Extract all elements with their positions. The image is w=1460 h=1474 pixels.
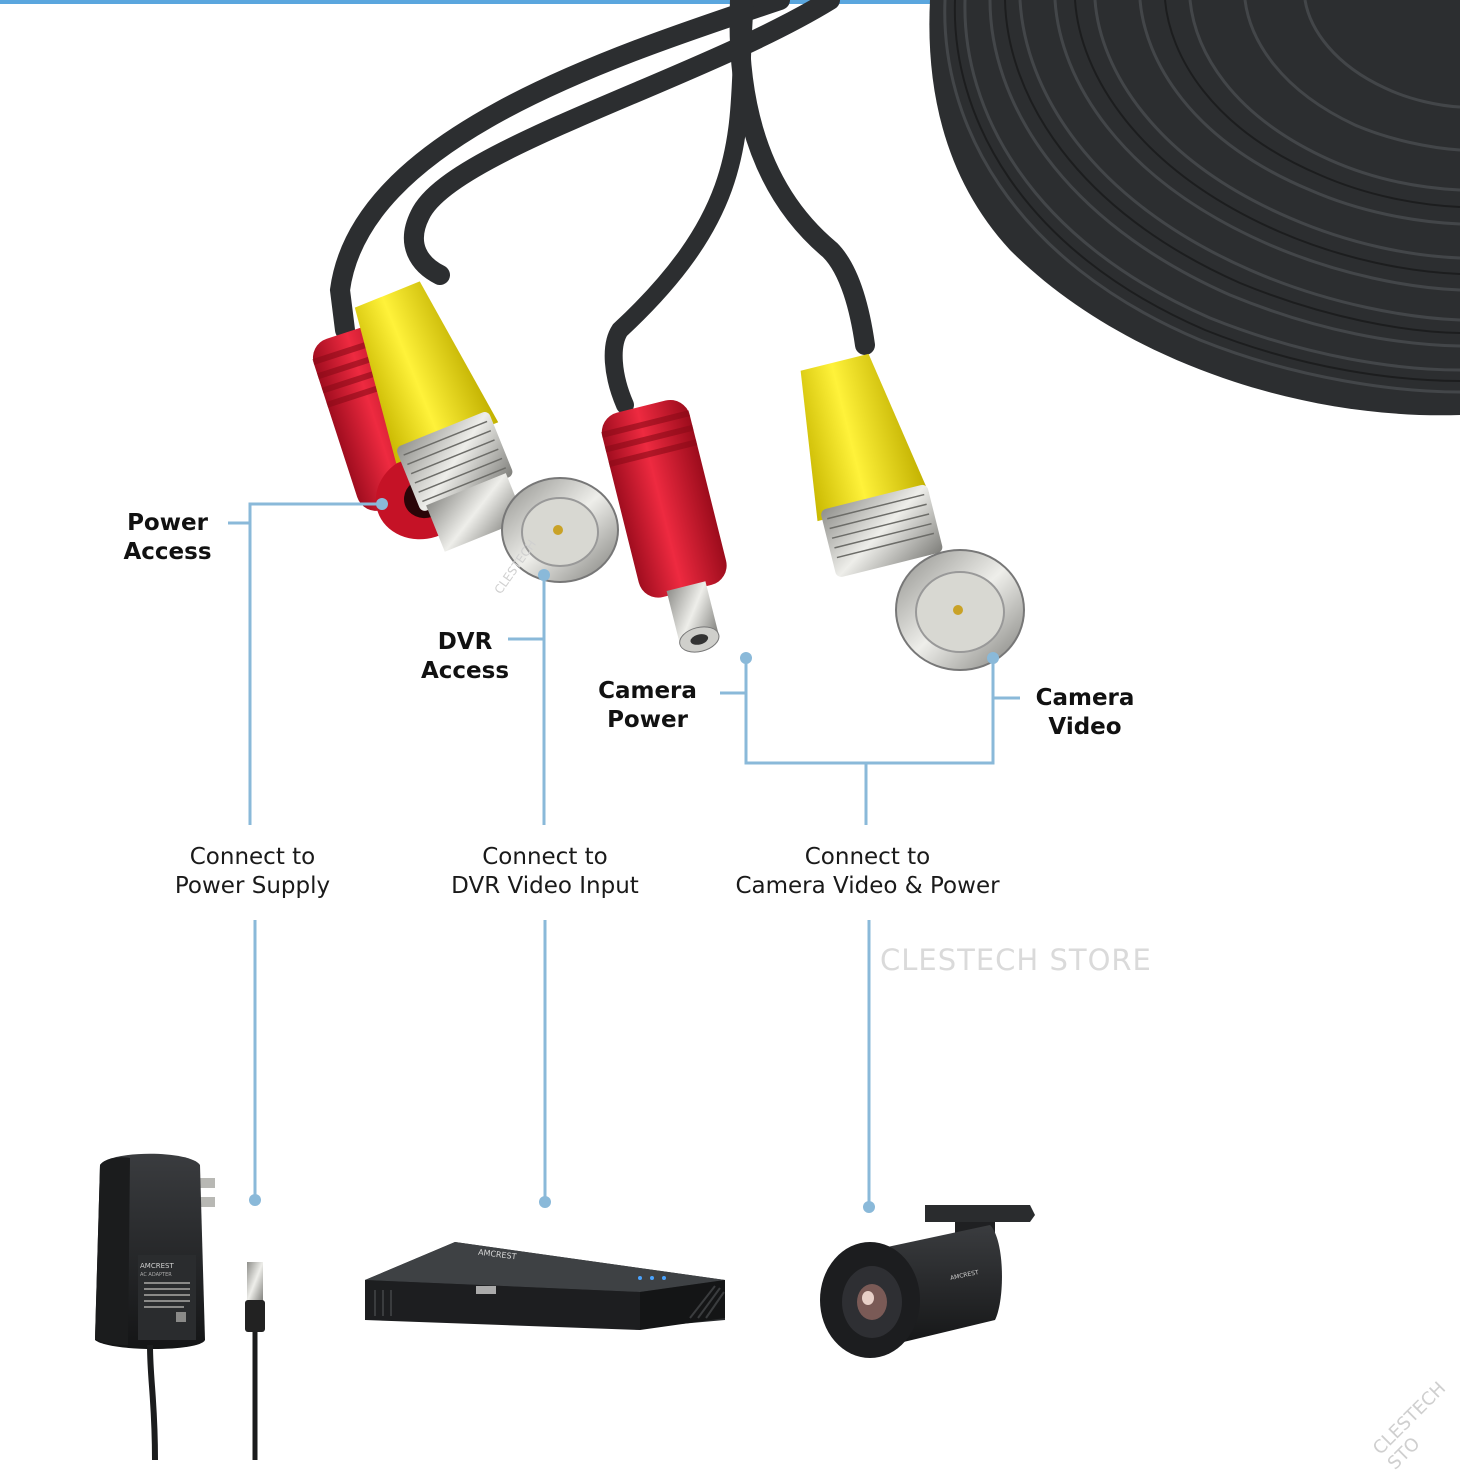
camera-image [820, 1205, 1035, 1358]
camera-video-connector [800, 353, 943, 577]
power-adapter-image [95, 1153, 265, 1460]
label-camera-power: Camera Power [598, 678, 697, 733]
camera-power-connector [601, 399, 727, 653]
dvr-image [365, 1242, 725, 1330]
cable-coil [929, 0, 1460, 416]
adapter-subtitle: AC ADAPTER [140, 1272, 172, 1278]
label-power-access: Power Access [123, 510, 212, 565]
label-connect-dvr: Connect to DVR Video Input [451, 844, 639, 899]
label-connect-power-supply: Connect to Power Supply [174, 844, 331, 899]
adapter-brand: AMCREST [140, 1262, 174, 1270]
cables [329, 0, 875, 414]
label-connect-camera: Connect to Camera Video & Power [735, 844, 1000, 899]
watermark-main: CLESTECH STORE [880, 943, 1152, 977]
dvr-access-connector [354, 281, 525, 552]
label-dvr-access: DVR Access [420, 629, 510, 684]
label-camera-video: Camera Video [1035, 685, 1135, 740]
leader-lines [228, 502, 1020, 1207]
leader-dots [249, 498, 999, 1213]
